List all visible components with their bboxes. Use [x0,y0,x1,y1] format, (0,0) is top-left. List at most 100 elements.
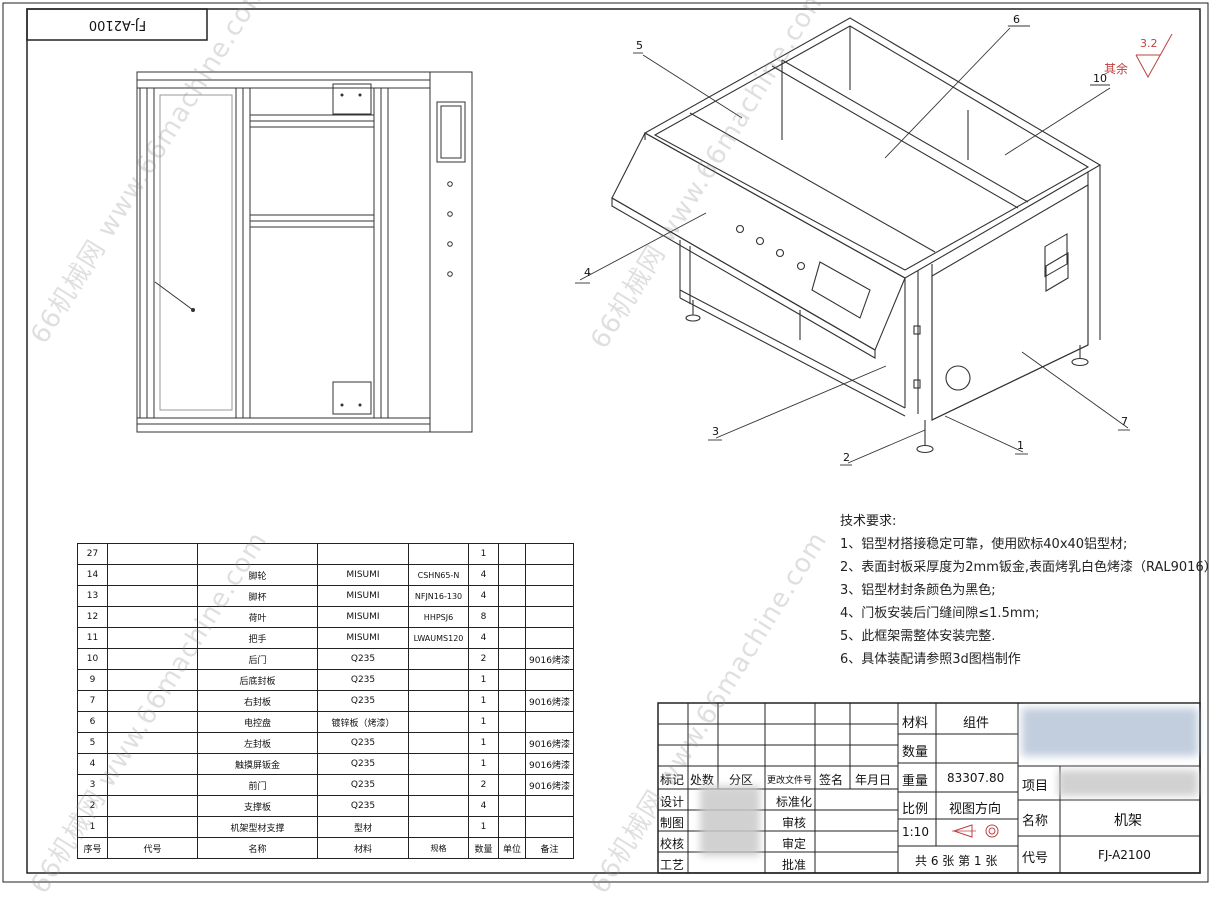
bom-cell [408,669,469,691]
bom-cell: 2 [468,774,499,796]
bom-cell: 4 [468,627,499,649]
bom-cell [498,606,526,628]
bom-cell: 11 [77,627,108,649]
callout-4: 4 [584,266,591,279]
bom-cell: 后底封板 [197,669,318,691]
weight-label: 重量 [902,774,929,789]
bom-cell [107,564,198,586]
bom-cell [408,753,469,775]
bom-cell: 13 [77,585,108,607]
bom-cell [498,774,526,796]
label-design: 设计 [660,795,685,809]
roughness-value: 3.2 [1140,37,1158,50]
tech-item: 5、此框架需整体安装完整. [840,629,996,644]
bom-cell [525,711,574,733]
bom-cell: 1 [468,732,499,754]
bom-cell [525,606,574,628]
bom-cell: 前门 [197,774,318,796]
callout-7: 7 [1121,415,1128,428]
bom-cell [525,627,574,649]
bom-cell: 1 [468,816,499,838]
bom-cell: Q235 [317,690,409,712]
bom-cell [498,543,526,565]
bom-cell: 触摸屏钣金 [197,753,318,775]
bom-cell: 7 [77,690,108,712]
redacted-logo [1022,708,1198,756]
bom-cell: 序号 [77,837,108,859]
bom-cell [408,774,469,796]
bom-cell: 1 [468,690,499,712]
bom-cell: 4 [468,795,499,817]
bom-cell: 支撑板 [197,795,318,817]
bom-cell [498,732,526,754]
bom-cell: 镀锌板（烤漆） [317,711,409,733]
bom-cell [525,564,574,586]
label-verify: 审定 [782,837,807,851]
bom-cell: 4 [468,585,499,607]
bom-cell: Q235 [317,753,409,775]
bom-cell: MISUMI [317,606,409,628]
bom-cell: Q235 [317,774,409,796]
bom-cell [498,711,526,733]
callout-6: 6 [1013,13,1020,26]
bom-cell [408,732,469,754]
bom-cell: 14 [77,564,108,586]
bom-cell [525,669,574,691]
sheet-count: 共 6 张 第 1 张 [915,854,998,868]
bom-cell: 后门 [197,648,318,670]
qty-label: 数量 [902,745,929,760]
bom-cell [408,543,469,565]
bom-cell: Q235 [317,795,409,817]
bom-cell [498,669,526,691]
rev-header-mark: 标记 [660,773,685,787]
label-standardize: 标准化 [776,795,813,809]
drawing-code-text: FJ-A2100 [88,17,147,33]
bom-cell: CSHN65-N [408,564,469,586]
isometric-view [611,17,1102,454]
tech-item: 2、表面封板采厚度为2mm钣金,表面烤乳白色烤漆（RAL9016） [840,560,1211,575]
tech-item: 4、门板安装后门缝间隙≤1.5mm; [840,606,1040,621]
bom-cell [525,543,574,565]
bom-cell: 1 [468,669,499,691]
rev-header-date: 年月日 [855,773,892,787]
front-view [136,71,473,433]
projection-symbol-icon [952,824,999,838]
bom-cell: Q235 [317,732,409,754]
tech-requirements: 技术要求: 1、铝型材搭接稳定可靠，使用欧标40x40铝型材; 2、表面封板采厚… [840,510,1211,671]
bom-cell: 9016烤漆 [525,690,574,712]
roughness-other-label: 其余 [1104,62,1129,76]
bom-cell: Q235 [317,648,409,670]
label-draw: 制图 [660,816,685,830]
weight-value: 83307.80 [947,771,1005,785]
bom-cell [525,816,574,838]
bom-cell: 备注 [525,837,574,859]
rev-header-sign: 签名 [819,773,844,787]
bom-cell: 单位 [498,837,526,859]
bom-cell [107,543,198,565]
bom-cell [408,690,469,712]
tech-item: 3、铝型材封条颜色为黑色; [840,583,996,598]
bom-cell: Q235 [317,669,409,691]
callout-leaders [575,25,1130,466]
bom-cell [408,648,469,670]
bom-cell: 左封板 [197,732,318,754]
bom-cell: 12 [77,606,108,628]
callout-2: 2 [843,451,850,464]
bom-cell: 27 [77,543,108,565]
bom-cell [107,795,198,817]
bom-cell: 电控盘 [197,711,318,733]
bom-cell: 名称 [197,837,318,859]
bom-cell [525,795,574,817]
bom-cell: LWAUMS120 [408,627,469,649]
bom-cell: 8 [468,606,499,628]
redacted-project [1058,770,1198,796]
bom-cell: 数量 [468,837,499,859]
scale-value: 1:10 [902,825,929,839]
